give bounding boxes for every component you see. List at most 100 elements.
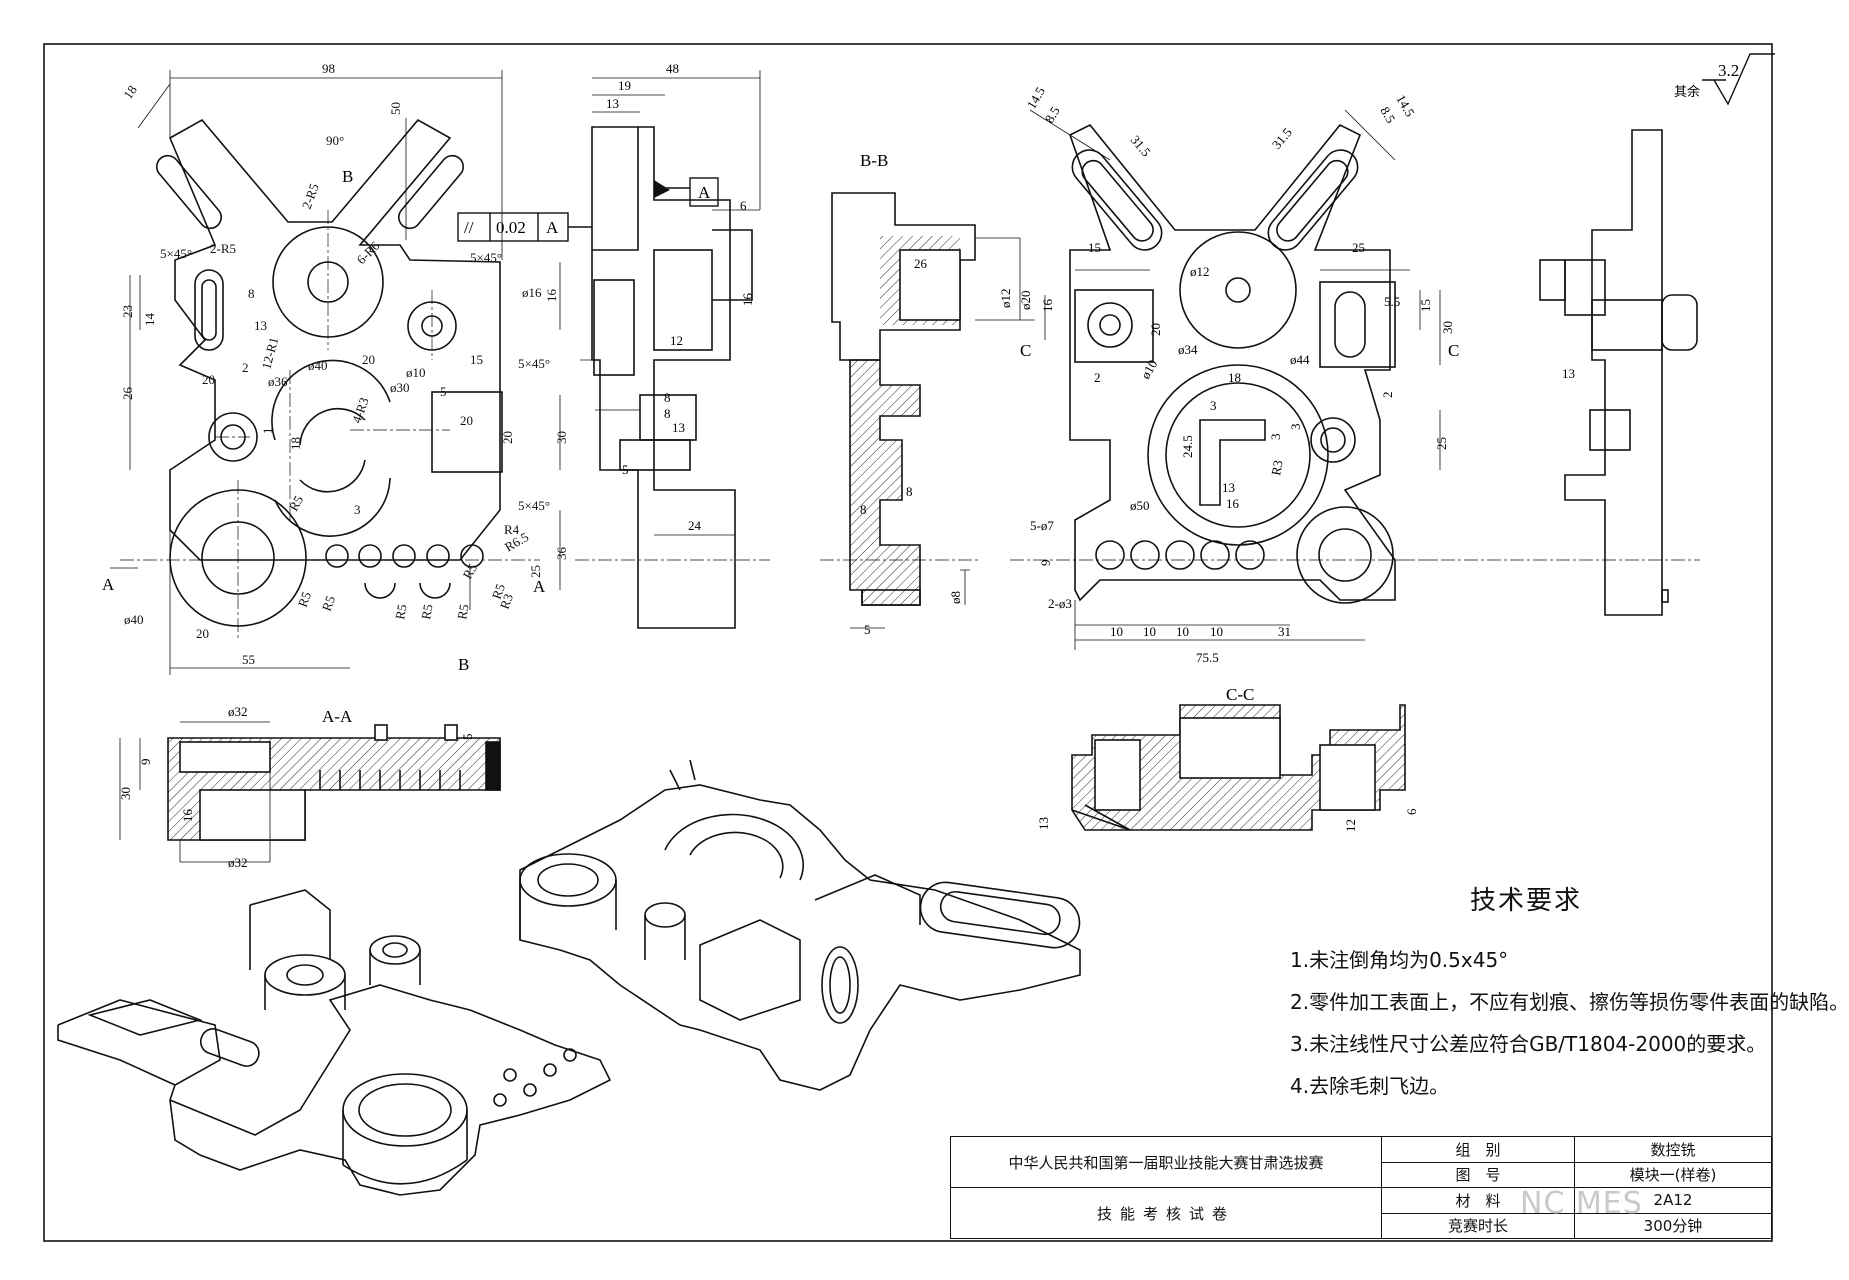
dim-10-d: 10 — [1210, 624, 1223, 639]
datum-triangle — [654, 180, 670, 198]
dim-20-a: 20 — [202, 372, 215, 387]
dim-26: 26 — [120, 387, 135, 401]
side-view — [591, 126, 753, 629]
dim-phi10: ø10 — [406, 365, 426, 380]
dim-2-r: 2 — [1380, 392, 1395, 399]
dim-phi10: ø10 — [1138, 357, 1161, 381]
dim-90: 90° — [326, 133, 344, 148]
dim-36: 36 — [554, 547, 569, 561]
title-block: 中华人民共和国第一届职业技能大赛甘肃选拔赛 组 别 数控铣 图 号 模块一(样卷… — [950, 1136, 1772, 1239]
dim-13-right: 13 — [1562, 366, 1575, 381]
competition-name: 中华人民共和国第一届职业技能大赛甘肃选拔赛 — [950, 1136, 1382, 1188]
dim-12: 12 — [1343, 819, 1358, 832]
dim-2: 2 — [1094, 370, 1101, 385]
title-row-label: 材 料 — [1381, 1187, 1575, 1214]
dim-8-a: 8 — [906, 484, 913, 499]
dim-phi32-bottom: ø32 — [228, 855, 248, 870]
exam-title: 技能考核试卷 — [950, 1187, 1382, 1239]
dim-16: 16 — [544, 289, 559, 303]
top-view — [1069, 123, 1396, 604]
dim-20: 20 — [1148, 323, 1163, 336]
dim-r5-c: R5 — [295, 590, 314, 609]
section-c-right: C — [1448, 341, 1459, 360]
dim-r5-a: R5 — [286, 493, 307, 514]
dim-10-b: 10 — [1143, 624, 1156, 639]
dim-20-e: 20 — [196, 626, 209, 641]
dim-4-r3: 4-R3 — [349, 395, 372, 425]
dim-5-5: 5.5 — [1384, 294, 1400, 309]
dim-6-r6: 6-R6 — [354, 238, 383, 267]
dim-5x45-b: 5×45° — [470, 250, 502, 265]
dim-phi36: ø36 — [268, 374, 288, 389]
side-view-dims — [580, 70, 761, 536]
section-markers-front: B B A A — [102, 167, 546, 674]
dim-r5-f: R5 — [418, 603, 435, 621]
dim-phi12: ø12 — [998, 289, 1013, 309]
technical-requirements: 技术要求 1.未注倒角均为0.5x45° 2.零件加工表面上，不应有划痕、擦伤等… — [1290, 880, 1849, 1107]
dim-15-r: 15 — [1418, 299, 1433, 312]
section-aa-view — [167, 724, 501, 841]
dim-6: 6 — [740, 198, 747, 213]
tech-requirements-heading: 技术要求 — [1470, 886, 1583, 916]
dim-phi44: ø44 — [1290, 352, 1310, 367]
tech-requirement-item: 1.未注倒角均为0.5x45° — [1290, 948, 1509, 972]
dim-phi50: ø50 — [1130, 498, 1150, 513]
dim-r3: R3 — [497, 592, 516, 611]
dim-19: 19 — [618, 78, 631, 93]
dim-18: 18 — [1228, 370, 1241, 385]
tech-requirement-item: 4.去除毛刺飞边。 — [1290, 1074, 1450, 1098]
dim-9: 9 — [1038, 560, 1053, 567]
dim-30: 30 — [1440, 321, 1455, 334]
dim-31-5-r: 31.5 — [1269, 125, 1295, 152]
dim-1: 1 — [260, 428, 275, 435]
dim-8-5-l: 8.5 — [1042, 104, 1063, 126]
front-view-dimension-lines — [110, 70, 561, 675]
view-label-cc: C-C — [1226, 685, 1254, 704]
right-side-view — [1539, 129, 1698, 616]
dim-18: 18 — [288, 437, 303, 450]
dim-10-a: 10 — [1110, 624, 1123, 639]
section-aa-dims: ø32 9 30 16 ø32 5 — [118, 704, 475, 870]
tolerance-value: 0.02 — [496, 218, 526, 237]
dim-30: 30 — [118, 787, 133, 800]
dim-8-5-r: 8.5 — [1377, 104, 1398, 126]
dim-30: 30 — [554, 431, 569, 444]
dim-13: 13 — [606, 96, 619, 111]
dim-15: 15 — [1088, 240, 1101, 255]
dim-26: 26 — [914, 256, 928, 271]
dim-r4: R4 — [504, 522, 520, 537]
dim-12-r1: 12-R1 — [258, 336, 281, 371]
dim-75-5: 75.5 — [1196, 650, 1219, 665]
dim-6: 6 — [1404, 808, 1419, 815]
dim-r5-d: R5 — [319, 594, 338, 613]
dim-2-r5-b: 2-R5 — [299, 181, 322, 211]
view-label-aa: A-A — [322, 707, 353, 726]
dim-25: 25 — [1352, 240, 1365, 255]
dim-phi12: ø12 — [1190, 264, 1210, 279]
dim-50: 50 — [388, 102, 403, 115]
dim-14-5-l: 14.5 — [1024, 84, 1048, 111]
tech-requirement-item: 3.未注线性尺寸公差应符合GB/T1804-2000的要求。 — [1290, 1032, 1767, 1056]
dim-phi20: ø20 — [1018, 291, 1033, 311]
dim-r5-g: R5 — [454, 603, 471, 621]
section-bb-dims: 26 ø12 ø20 8 8 ø8 5 — [860, 256, 1033, 637]
dim-13: 13 — [1036, 817, 1051, 830]
title-row-value: 300分钟 — [1574, 1212, 1772, 1239]
dim-5: 5 — [440, 384, 447, 399]
dim-18: 18 — [120, 82, 140, 101]
section-bb-view — [831, 192, 976, 606]
dim-31: 31 — [1278, 624, 1291, 639]
datum-label: A — [698, 183, 711, 202]
top-view-dimensions: 14.5 8.5 31.5 31.5 8.5 14.5 15 25 ø12 16… — [1024, 84, 1455, 665]
dim-phi8: ø8 — [948, 591, 963, 604]
dim-3: 3 — [354, 502, 361, 517]
dim-31-5-l: 31.5 — [1128, 132, 1154, 159]
centerlines — [120, 210, 1700, 640]
dim-phi34: ø34 — [1178, 342, 1198, 357]
dim-phi40-top: ø40 — [308, 358, 328, 373]
roughness-symbol — [1702, 53, 1775, 106]
front-view-dimensions: 98 18 50 90° 2-R5 2-R5 6-R6 5×45° 5×45° … — [120, 61, 569, 667]
dim-13-b: 13 — [672, 420, 685, 435]
dim-20-c: 20 — [460, 413, 473, 428]
dim-5x45-a: 5×45° — [160, 246, 192, 261]
